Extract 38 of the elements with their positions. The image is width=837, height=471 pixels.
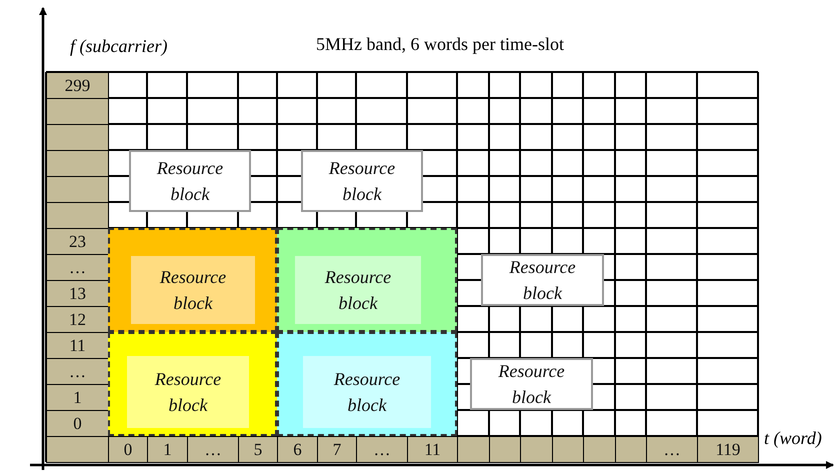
block-label: Resource block [508,256,577,305]
row-label: 11 [46,332,109,359]
resource-block [301,150,423,212]
column-label: … [187,436,239,463]
row-label: 0 [46,410,109,437]
column-label: 0 [108,436,148,463]
block-label: Resource block [324,266,392,315]
block-label: Resource block [497,360,566,409]
column-label: … [646,436,698,463]
resource-block [277,228,457,332]
column-label: 1 [147,436,188,463]
x-axis-label: t (word) [764,427,823,450]
y-axis-label: f (subcarrier) [70,35,168,58]
block-label: Resource block [158,266,228,315]
block-label: Resource block [332,368,402,417]
block-label: Resource block [328,157,396,206]
column-label: 7 [317,436,357,463]
resource-block [129,150,251,212]
resource-block [277,332,457,436]
column-label: 119 [697,436,759,463]
column-label: 11 [407,436,458,463]
block-label: Resource block [154,368,222,417]
column-label: 5 [238,436,278,463]
block-label: Resource block [156,157,224,206]
row-label: 1 [46,384,109,411]
row-label: … [46,254,109,281]
resource-block [481,254,604,306]
column-label: … [356,436,408,463]
row-label: … [46,358,109,385]
column-label: 6 [277,436,318,463]
resource-block [108,228,277,332]
row-label: 23 [46,228,109,255]
row-label: 299 [46,72,109,99]
resource-block [470,358,593,410]
row-label: 13 [46,280,109,307]
resource-block [108,332,277,436]
row-label: 12 [46,306,109,333]
diagram-title: 5MHz band, 6 words per time-slot [315,33,565,56]
